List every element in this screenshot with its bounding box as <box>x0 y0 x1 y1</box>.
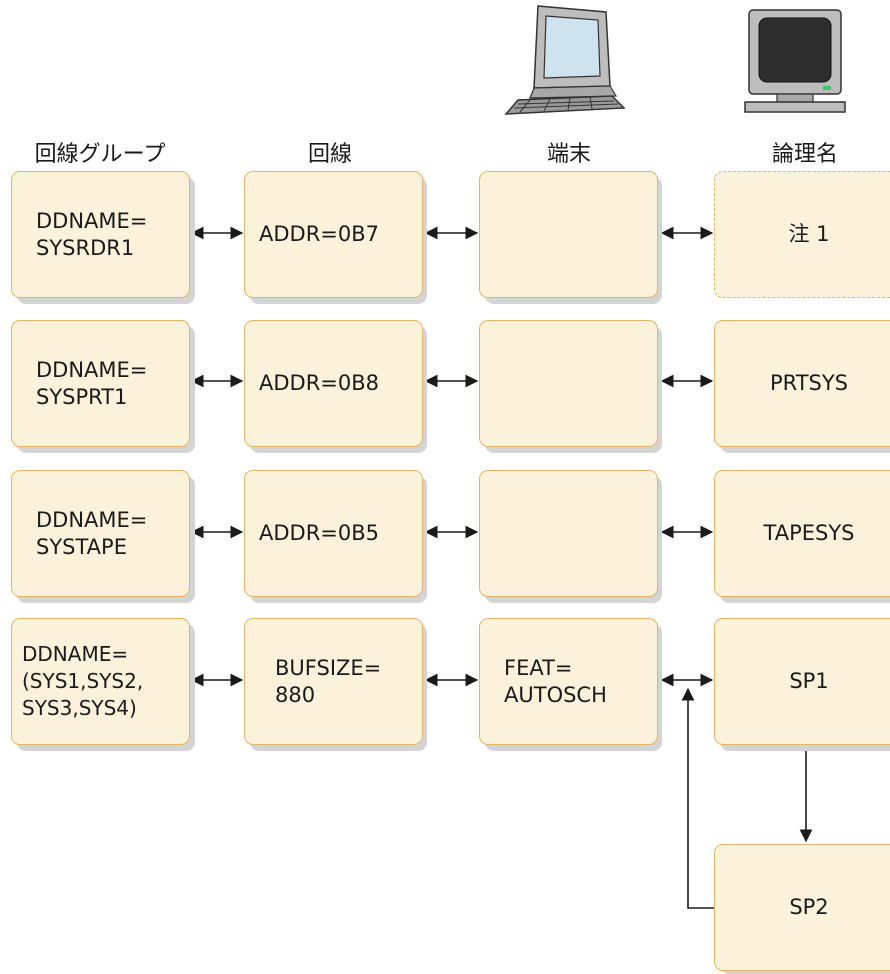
display-terminal-icon <box>744 9 846 113</box>
box-line-1: ADDR=0B7 <box>244 171 423 298</box>
box-logical-1: 注 1 <box>714 171 890 298</box>
box-line-3: ADDR=0B5 <box>244 470 423 597</box>
box-logical-4: SP1 <box>714 618 890 745</box>
desktop-computer-icon <box>504 5 626 115</box>
link-sp2-back-to-terminal <box>681 687 715 909</box>
box-line-group-4: DDNAME= (SYS1,SYS2, SYS3,SYS4) <box>11 618 190 745</box>
box-terminal-2 <box>479 320 658 447</box>
header-logical-name: 論理名 <box>771 142 838 167</box>
box-terminal-4: FEAT= AUTOSCH <box>479 618 658 745</box>
header-line-group: 回線グループ <box>34 142 166 167</box>
box-line-group-1: DDNAME= SYSRDR1 <box>11 171 190 298</box>
box-line-4: BUFSIZE= 880 <box>244 618 423 745</box>
header-terminal: 端末 <box>546 142 591 167</box>
box-logical-3: TAPESYS <box>714 470 890 597</box>
box-terminal-1 <box>479 171 658 298</box>
box-line-group-3: DDNAME= SYSTAPE <box>11 470 190 597</box>
header-line: 回線 <box>307 142 352 167</box>
box-line-group-2: DDNAME= SYSPRT1 <box>11 320 190 447</box>
box-terminal-3 <box>479 470 658 597</box>
box-logical-2: PRTSYS <box>714 320 890 447</box>
box-line-2: ADDR=0B8 <box>244 320 423 447</box>
box-sp2: SP2 <box>714 844 890 971</box>
